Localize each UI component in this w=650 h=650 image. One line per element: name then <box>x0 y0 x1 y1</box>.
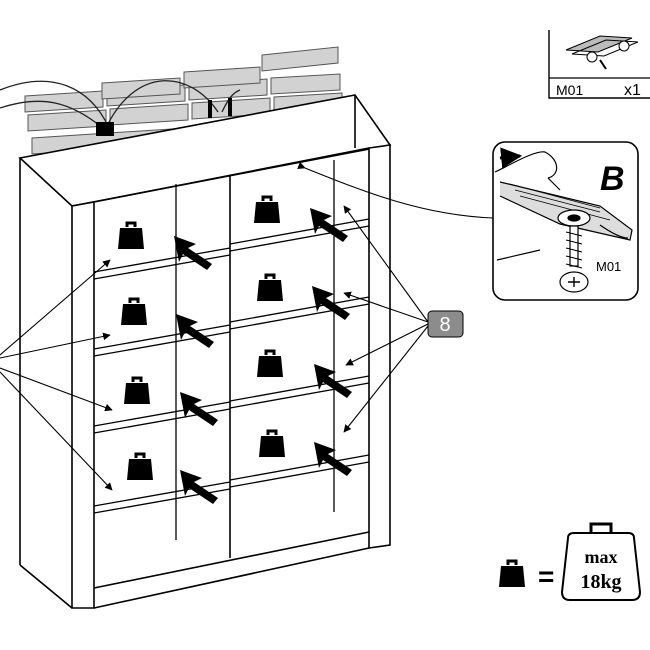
detail-part-code: M01 <box>596 259 621 274</box>
legend-weight: 18kg <box>580 571 621 593</box>
screw-icon <box>559 225 589 293</box>
count-badge: 8 <box>427 310 464 338</box>
detail-letter: B <box>600 160 625 198</box>
wall-brackets <box>96 98 232 136</box>
anti-tip-strap <box>0 80 241 131</box>
detail-panel: B M01 <box>492 141 639 301</box>
weight-legend: = max 18kg <box>497 522 642 601</box>
cabinet <box>18 94 392 609</box>
hand-strap-icon <box>494 147 633 261</box>
legend-equals: = <box>538 561 554 592</box>
max-weight-icon <box>560 522 642 601</box>
count-badge-text: 8 <box>439 314 450 336</box>
part-box: M01 x1 <box>548 30 650 99</box>
screw-icon <box>565 35 639 70</box>
leader-lines <box>0 205 429 491</box>
detail-leader <box>297 161 494 219</box>
push-arrow-icon <box>174 208 352 504</box>
weight-icon <box>497 559 527 589</box>
part-code: M01 <box>556 82 583 98</box>
legend-max: max <box>585 547 618 567</box>
part-quantity: x1 <box>624 82 641 99</box>
